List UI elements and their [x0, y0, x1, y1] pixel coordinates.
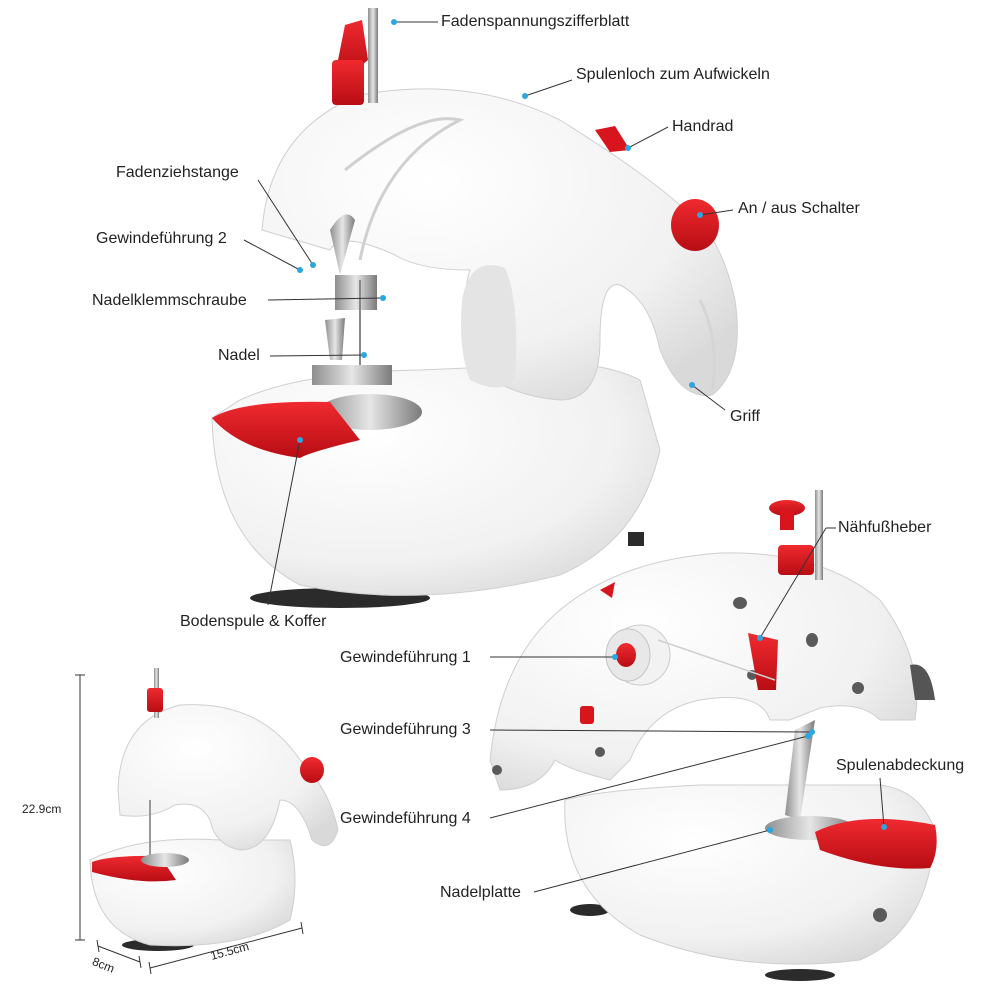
dimension-lines [75, 674, 304, 975]
label-gewindefuehrung-4: Gewindeführung 4 [340, 810, 471, 827]
dimension-height: 22.9cm [22, 802, 62, 816]
label-fadenspannungszifferblatt: Fadenspannungszifferblatt [441, 13, 630, 30]
label-nadelklemmschraube: Nadelklemmschraube [92, 292, 247, 309]
callout-markers [297, 19, 887, 833]
label-gewindefuehrung-2: Gewindeführung 2 [96, 230, 227, 247]
label-naehfussheber: Nähfußheber [838, 519, 932, 536]
label-handrad: Handrad [672, 118, 734, 135]
label-gewindefuehrung-1: Gewindeführung 1 [340, 649, 471, 666]
label-spulenloch: Spulenloch zum Aufwickeln [576, 66, 770, 83]
label-fadenziehstange: Fadenziehstange [116, 164, 239, 181]
label-gewindefuehrung-3: Gewindeführung 3 [340, 721, 471, 738]
callout-lines [243, 21, 885, 893]
small-machine [89, 668, 339, 951]
label-griff: Griff [730, 408, 760, 425]
label-nadelplatte: Nadelplatte [440, 884, 521, 901]
label-spulenabdeckung: Spulenabdeckung [836, 757, 965, 774]
main-machine [211, 8, 738, 608]
label-nadel: Nadel [218, 347, 260, 364]
label-bodenspule-koffer: Bodenspule & Koffer [180, 613, 327, 630]
label-an-aus-schalter: An / aus Schalter [738, 200, 860, 217]
